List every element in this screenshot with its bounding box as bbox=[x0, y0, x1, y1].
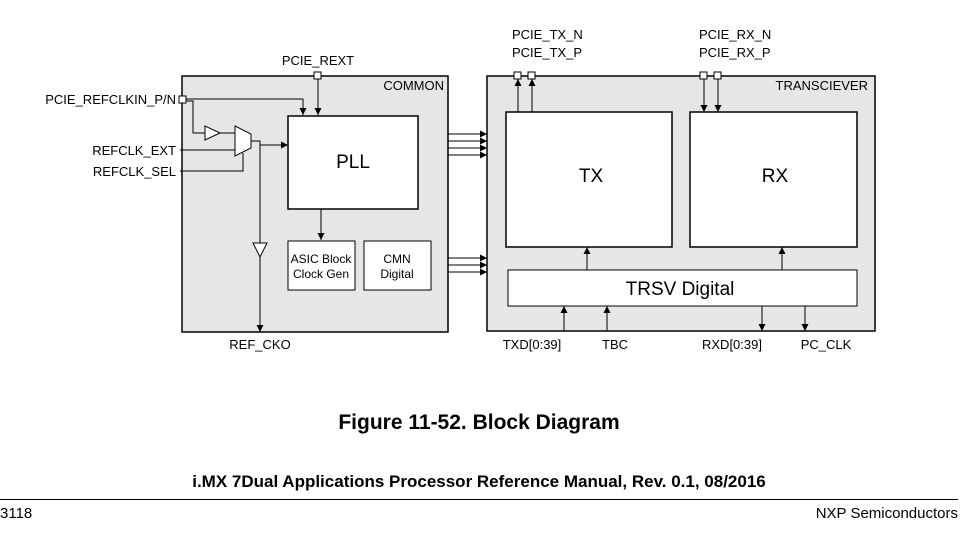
pcie-tx-n-pin bbox=[513, 71, 522, 80]
asic-label-line2: Clock Gen bbox=[293, 267, 349, 281]
input-buffer-icon bbox=[204, 125, 222, 141]
refclk-ext-label: REFCLK_EXT bbox=[92, 143, 176, 158]
block-diagram: COMMON PLL ASIC Block Clock Gen CMN Digi… bbox=[45, 27, 876, 352]
tx-block bbox=[505, 111, 673, 248]
cmn-label-line1: CMN bbox=[383, 252, 410, 266]
cmn-digital-block bbox=[363, 240, 432, 291]
pcie-rx-p-label: PCIE_RX_P bbox=[699, 45, 771, 60]
output-buffer-icon bbox=[252, 242, 268, 259]
figure-caption: Figure 11-52. Block Diagram bbox=[338, 411, 620, 434]
tx-label: TX bbox=[579, 166, 604, 187]
pcie-tx-p-pin bbox=[527, 71, 536, 80]
pcie-tx-p-label: PCIE_TX_P bbox=[512, 45, 582, 60]
pcie-tx-n-label: PCIE_TX_N bbox=[512, 27, 583, 42]
rx-block bbox=[689, 111, 858, 248]
pc-clk-label: PC_CLK bbox=[801, 337, 852, 352]
trsv-digital-label: TRSV Digital bbox=[626, 279, 735, 300]
common-to-transceiver-bus-top bbox=[448, 130, 487, 159]
pll-block bbox=[287, 115, 419, 210]
rx-label: RX bbox=[762, 166, 789, 187]
refclk-sel-label: REFCLK_SEL bbox=[93, 164, 176, 179]
pcie-rx-n-label: PCIE_RX_N bbox=[699, 27, 771, 42]
pcie-refclkin-label: PCIE_REFCLKIN_P/N bbox=[45, 92, 176, 107]
trsv-digital-block bbox=[507, 269, 858, 307]
transceiver-label: TRANSCIEVER bbox=[776, 78, 868, 93]
rxd-label: RXD[0:39] bbox=[702, 337, 762, 352]
tbc-label: TBC bbox=[602, 337, 628, 352]
common-to-transceiver-bus-bottom bbox=[448, 254, 487, 276]
page-number: 3118 bbox=[0, 505, 33, 522]
pcie-rext-label: PCIE_REXT bbox=[282, 53, 354, 68]
pcie-rx-p-pin bbox=[713, 71, 722, 80]
txd-label: TXD[0:39] bbox=[503, 337, 562, 352]
pcie-rext-pin bbox=[313, 71, 322, 80]
ref-cko-label: REF_CKO bbox=[229, 337, 290, 352]
asic-clock-gen-block bbox=[287, 240, 356, 291]
cmn-label-line2: Digital bbox=[380, 267, 413, 281]
pcie-refclkin-pin bbox=[178, 95, 187, 104]
pcie-rx-n-pin bbox=[699, 71, 708, 80]
clock-mux-icon bbox=[234, 125, 252, 157]
pll-label: PLL bbox=[336, 152, 370, 173]
document-title: i.MX 7Dual Applications Processor Refere… bbox=[192, 472, 766, 491]
common-label: COMMON bbox=[383, 78, 444, 93]
footer-divider bbox=[0, 499, 958, 500]
company-name: NXP Semiconductors bbox=[815, 505, 958, 522]
asic-label-line1: ASIC Block bbox=[291, 252, 353, 266]
